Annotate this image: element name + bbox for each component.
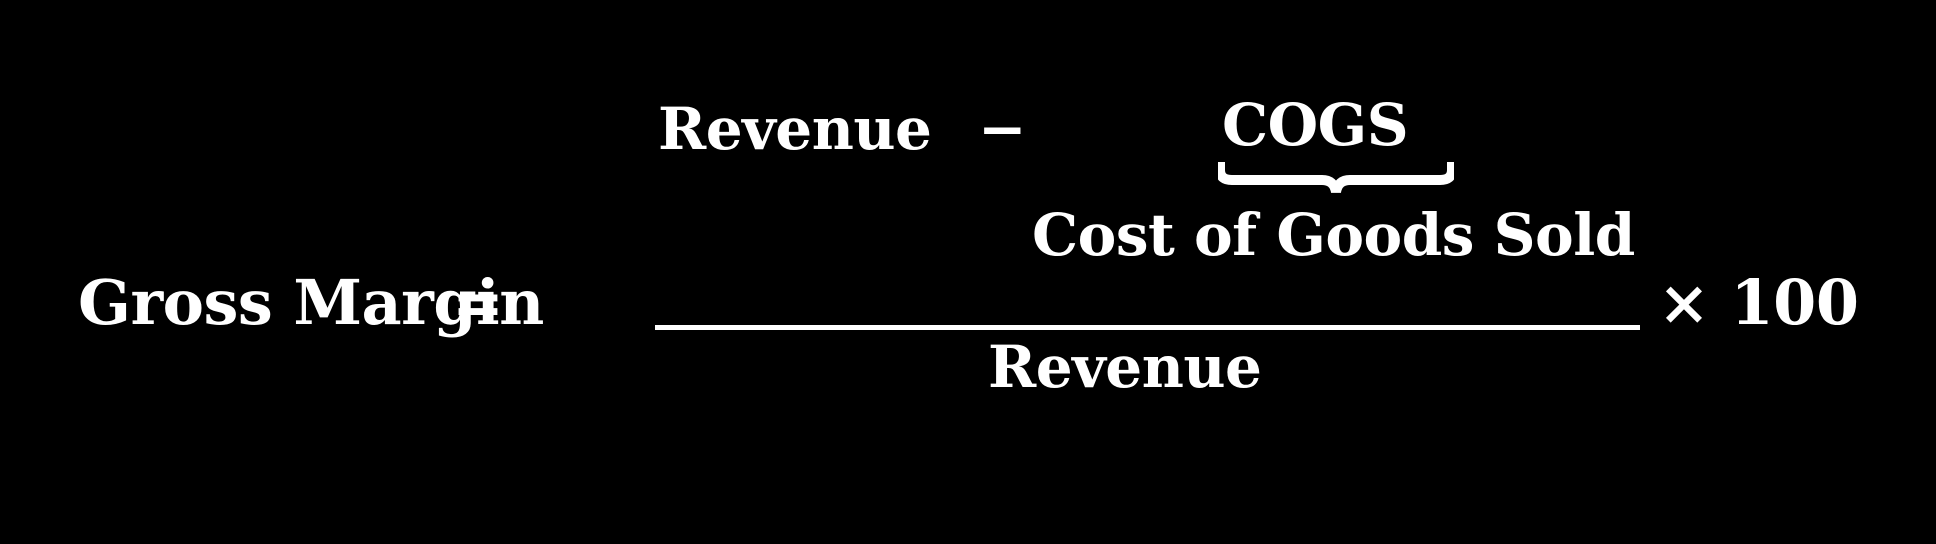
underbrace-icon: [1218, 160, 1454, 204]
multiplier-term: × 100: [1658, 266, 1859, 339]
equals-sign: =: [452, 266, 504, 339]
numerator-cogs-term: COGS: [1222, 91, 1409, 159]
gross-margin-label: Gross Margin: [78, 266, 544, 339]
numerator-revenue-term: Revenue: [658, 95, 932, 163]
cogs-annotation-label: Cost of Goods Sold: [1032, 201, 1635, 269]
denominator-revenue-term: Revenue: [988, 333, 1262, 401]
minus-operator: −: [978, 95, 1027, 163]
fraction-bar: [655, 325, 1640, 330]
